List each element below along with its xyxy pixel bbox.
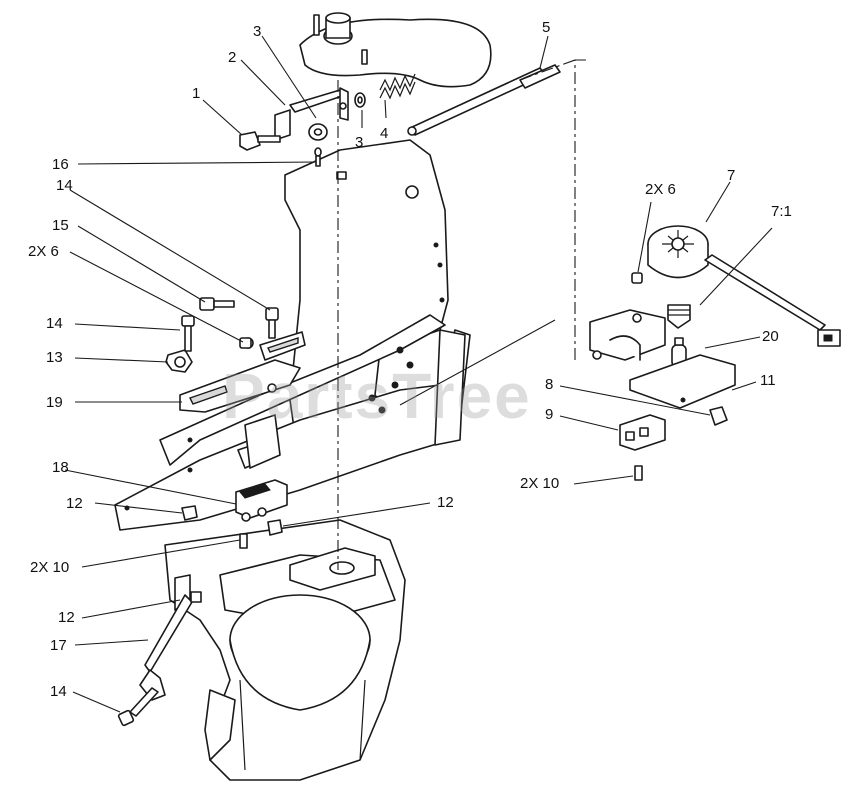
bolt-14-lower xyxy=(117,687,159,727)
callout-9: 9 xyxy=(545,406,553,423)
callout-12-b: 12 xyxy=(437,494,454,511)
callout-2x6-right: 2X 6 xyxy=(645,181,676,198)
connection-line-right xyxy=(574,59,590,360)
callout-2x10-right: 2X 10 xyxy=(520,475,559,492)
washer-3-upper xyxy=(354,92,366,108)
callout-14-b: 14 xyxy=(46,315,63,332)
callout-18: 18 xyxy=(52,459,69,476)
bolt-14-upper xyxy=(181,315,195,352)
nut-12-b xyxy=(267,519,283,536)
callout-20: 20 xyxy=(762,328,779,345)
bolt-14-mid xyxy=(265,307,279,339)
support-bracket-17 xyxy=(139,574,202,701)
callout-19: 19 xyxy=(46,394,63,411)
watermark-text: PartsTree xyxy=(222,360,532,432)
callout-14-c: 14 xyxy=(50,683,67,700)
washer-3-lower xyxy=(308,123,328,141)
callout-17: 17 xyxy=(50,637,67,654)
trigger-cap-7 xyxy=(647,225,709,279)
callout-13: 13 xyxy=(46,349,63,366)
screw-10-right xyxy=(634,465,643,481)
deflector-cap xyxy=(299,12,492,88)
callout-2x6-left: 2X 6 xyxy=(28,243,59,260)
bracket-20 xyxy=(589,309,666,361)
spring-cap xyxy=(667,304,691,329)
callout-3-top: 3 xyxy=(253,23,261,40)
leader-lines xyxy=(64,35,773,713)
u-channel xyxy=(237,414,281,469)
callout-4: 4 xyxy=(380,125,388,142)
callout-2x10-left: 2X 10 xyxy=(30,559,69,576)
callout-11: 11 xyxy=(760,372,776,389)
screw-10-left xyxy=(239,533,248,549)
callout-12-c: 12 xyxy=(58,609,75,626)
plate-11 xyxy=(629,354,736,409)
callout-8: 8 xyxy=(545,376,553,393)
pin-16 xyxy=(314,147,322,167)
spring-4 xyxy=(379,73,416,100)
bolt-15 xyxy=(199,297,235,311)
nut-12-a xyxy=(181,505,198,521)
adjust-plate-19 xyxy=(179,331,306,413)
callout-16: 16 xyxy=(52,156,69,173)
callout-5: 5 xyxy=(542,19,550,36)
callout-labels: 1 2 3 3 4 5 7 7:1 2X 6 16 14 15 2X 6 14 … xyxy=(28,19,792,700)
nut-8 xyxy=(709,406,728,426)
connection-line-plate xyxy=(519,59,576,81)
callout-2: 2 xyxy=(228,49,236,66)
callout-7-1: 7:1 xyxy=(771,203,792,220)
nut-1 xyxy=(239,131,281,151)
nut-6-left xyxy=(239,337,252,349)
callout-3-bottom: 3 xyxy=(355,134,363,151)
rod-5 xyxy=(407,64,561,136)
nut-6-right xyxy=(631,272,643,284)
bracket-2 xyxy=(274,87,349,141)
switch-9 xyxy=(619,414,666,451)
cable-7-1 xyxy=(704,254,841,347)
callout-14-a: 14 xyxy=(56,177,73,194)
callout-15: 15 xyxy=(52,217,69,234)
callout-7: 7 xyxy=(727,167,735,184)
clamp-13 xyxy=(165,349,193,373)
side-rail xyxy=(114,314,471,531)
switch-18 xyxy=(235,479,288,522)
callout-1: 1 xyxy=(192,85,200,102)
callout-12-a: 12 xyxy=(66,495,83,512)
lower-housing xyxy=(164,519,406,781)
